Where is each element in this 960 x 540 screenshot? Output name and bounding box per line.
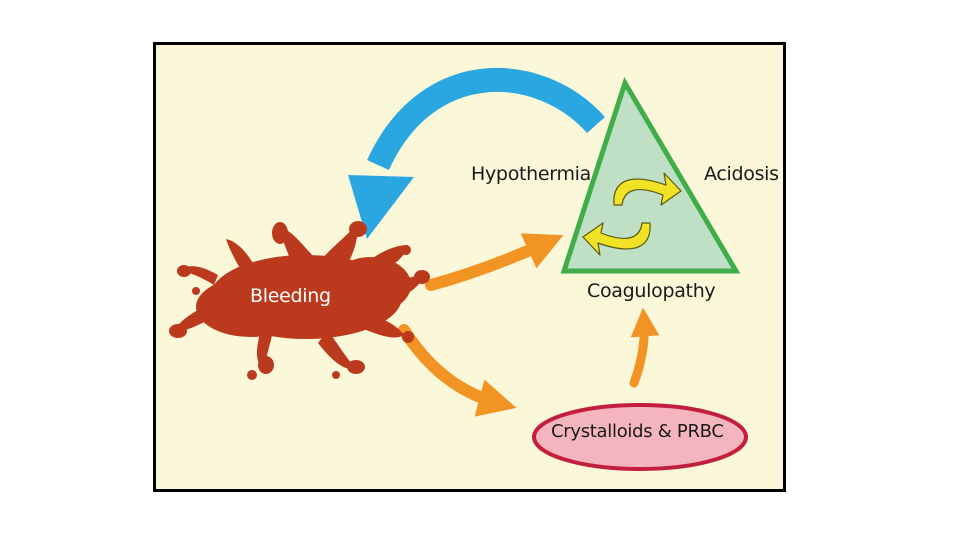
bleeding-to-triad-arrow — [425, 233, 564, 291]
crystalloids-label: Crystalloids & PRBC — [551, 421, 724, 442]
crystalloids-to-coagulopathy-arrow — [629, 307, 660, 388]
bleeding-to-crystalloids-arrow — [398, 324, 517, 417]
acidosis-label: Acidosis — [704, 163, 779, 185]
diagram-panel: Bleeding Hypothermia Acidosis Coagulopat… — [153, 42, 786, 492]
feedback-arrow — [348, 67, 605, 239]
bleeding-splat — [169, 221, 430, 380]
cycle-arrows-icon — [582, 172, 682, 256]
bleeding-label: Bleeding — [250, 285, 331, 307]
triad-triangle — [560, 76, 741, 274]
coagulopathy-label: Coagulopathy — [587, 280, 716, 302]
hypothermia-label: Hypothermia — [471, 163, 592, 185]
diagram-canvas — [156, 45, 783, 489]
crystalloids-oval — [532, 403, 748, 471]
